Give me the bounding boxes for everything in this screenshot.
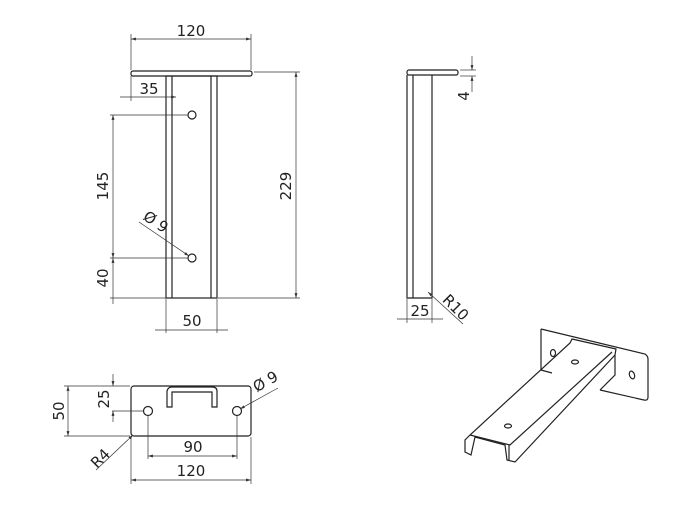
dim-hole-diameter-bottom: Ø 9 <box>250 367 282 396</box>
dim-corner-radius: R4 <box>87 445 114 472</box>
dim-plate-width-bottom: 120 <box>177 462 206 480</box>
dim-channel-width: 50 <box>182 312 201 330</box>
mounting-plate <box>130 70 253 77</box>
dim-channel-depth: 25 <box>410 302 429 320</box>
bottom-view: 50 25 90 120 R4 Ø 9 <box>50 367 281 484</box>
dim-plate-thickness: 4 <box>455 91 473 101</box>
dim-hole-spacing-bottom: 90 <box>183 438 202 456</box>
dim-hole-offset: 35 <box>139 80 158 98</box>
side-view: 4 25 R10 <box>397 56 476 324</box>
dim-hole-center-height: 25 <box>95 389 113 408</box>
dim-hole-diameter: Ø 9 <box>140 207 172 237</box>
dim-bend-radius: R10 <box>439 291 473 325</box>
dim-bottom-hole-offset: 40 <box>94 268 112 287</box>
dim-hole-spacing: 145 <box>94 172 112 201</box>
dim-plate-height: 50 <box>50 401 68 420</box>
front-view: 120 35 145 40 229 50 Ø 9 <box>94 22 300 333</box>
dim-plate-width: 120 <box>177 22 206 40</box>
isometric-view <box>464 328 649 463</box>
hole-top <box>187 110 197 120</box>
channel <box>165 75 218 299</box>
hole-bottom <box>187 253 197 263</box>
dim-height: 229 <box>277 172 295 201</box>
